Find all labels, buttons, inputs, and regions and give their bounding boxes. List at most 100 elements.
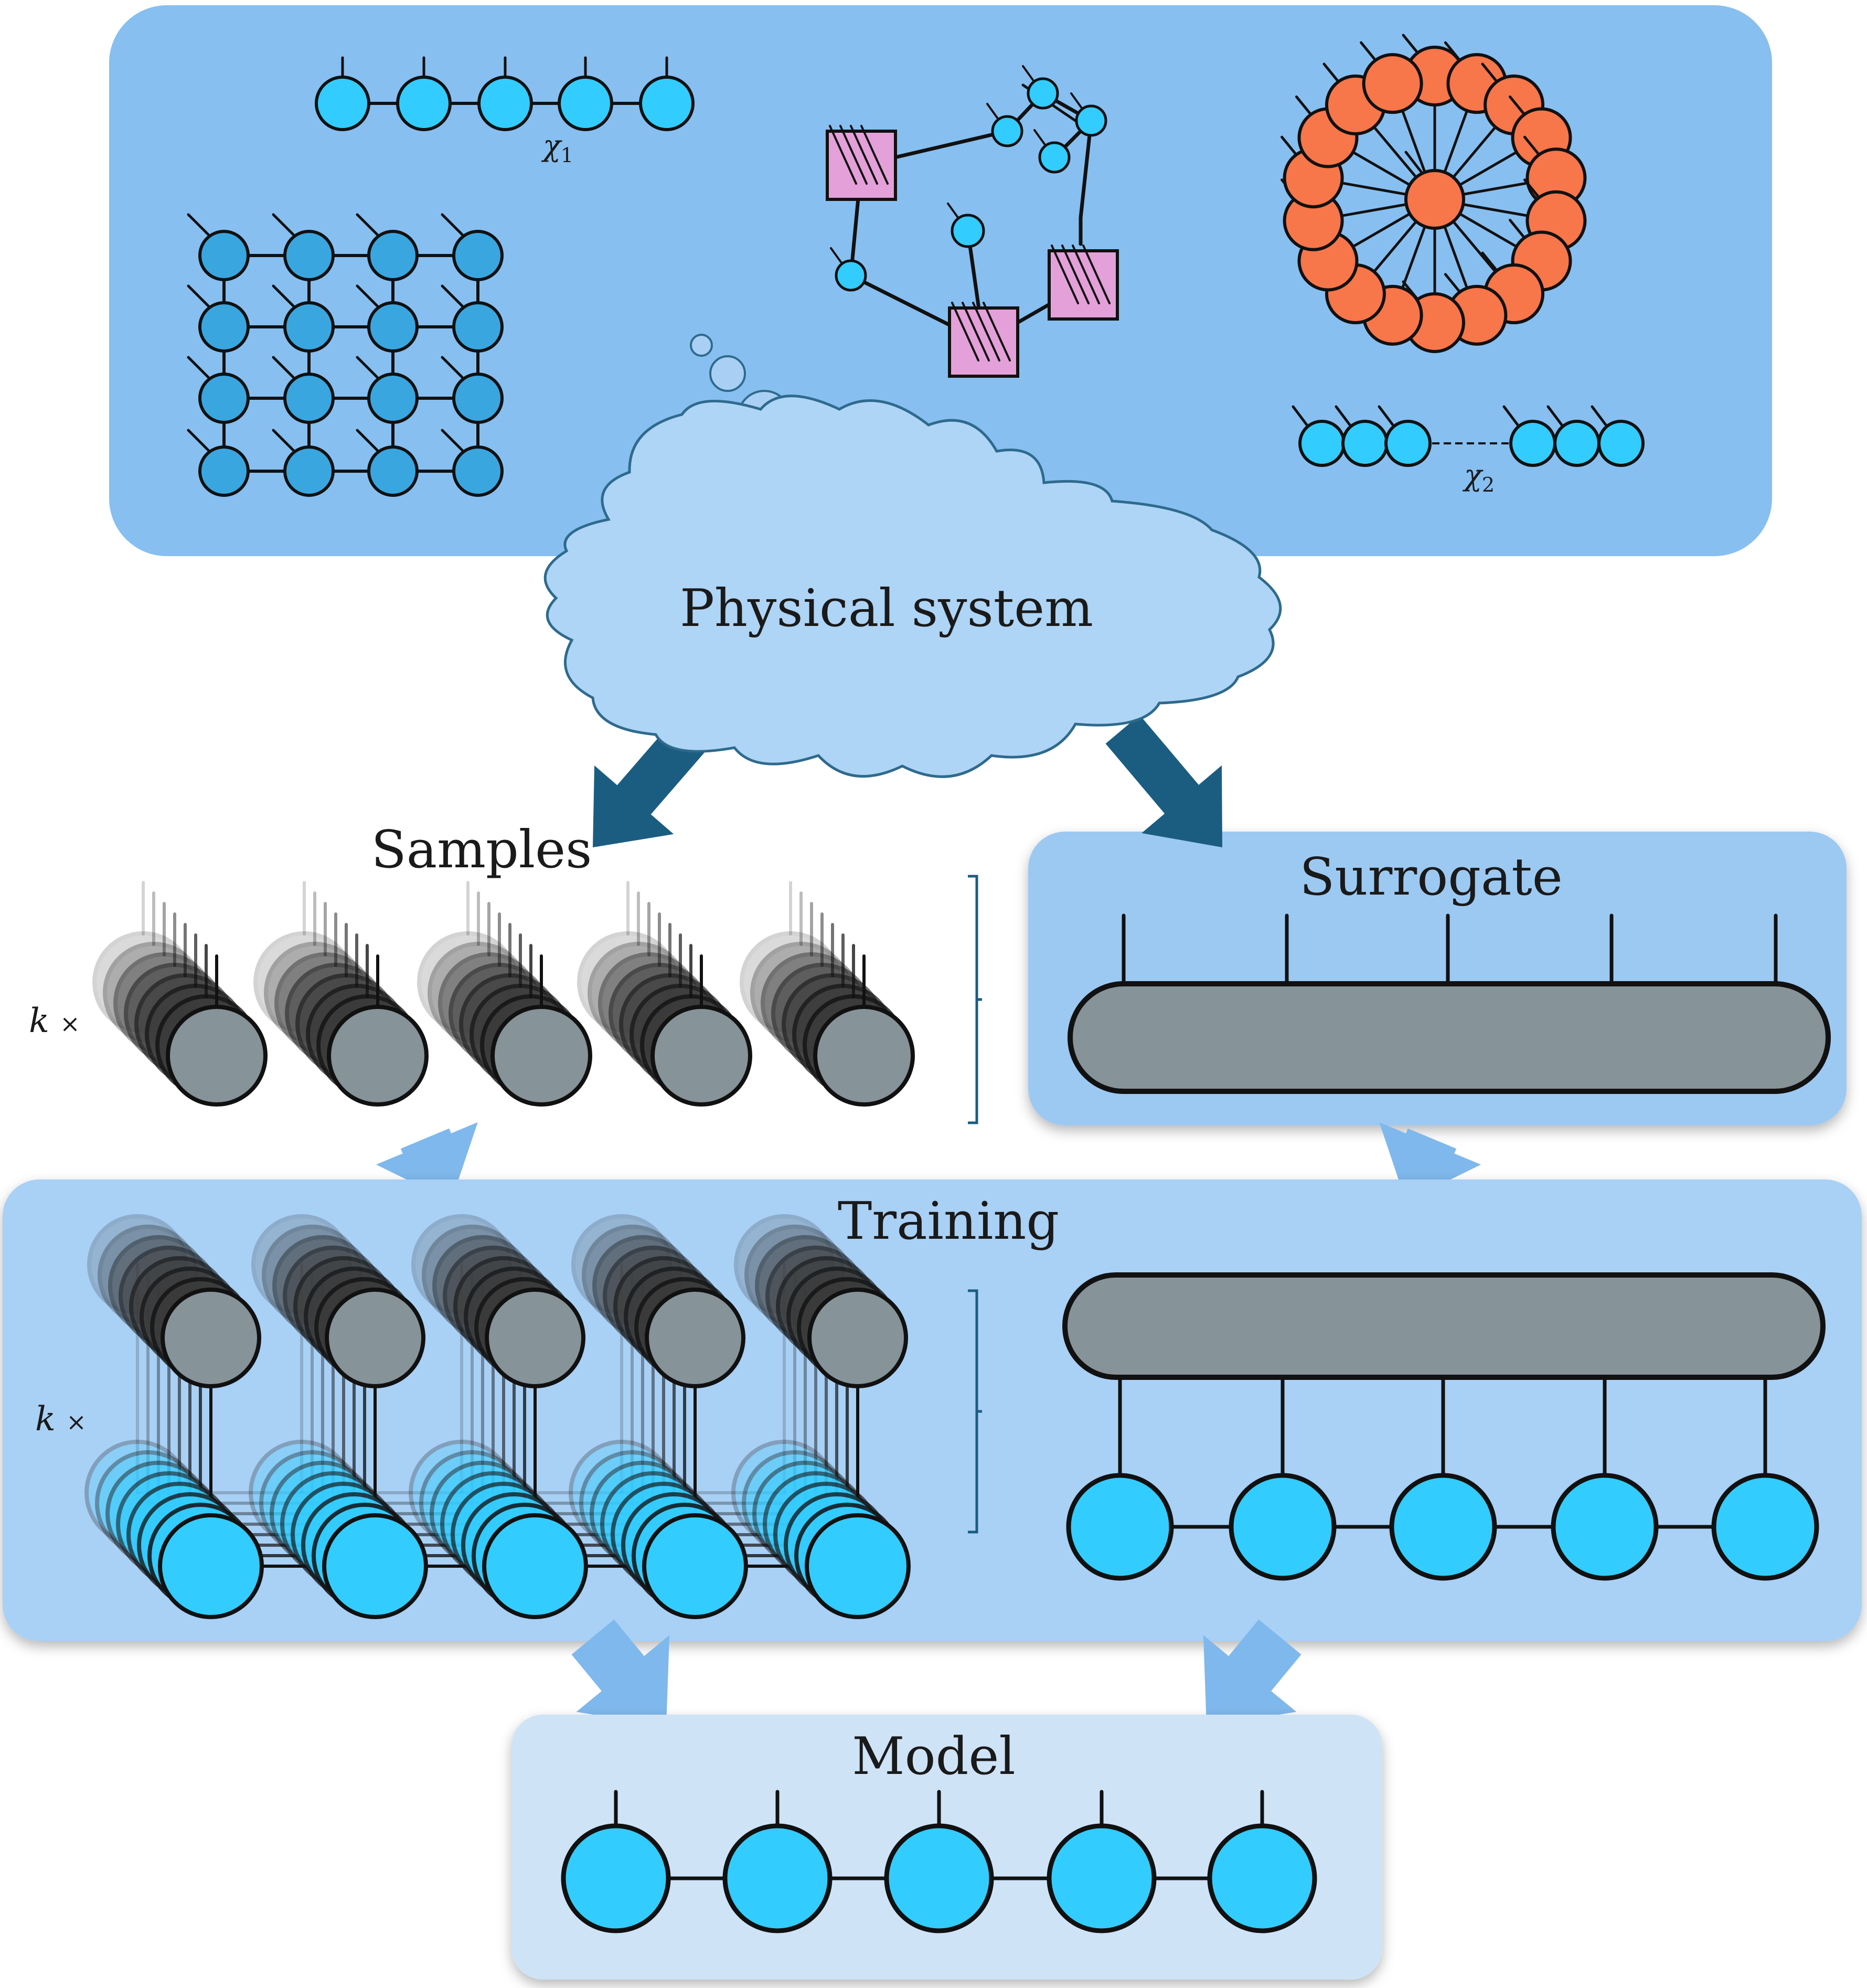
tensor-node: [1362, 53, 1423, 114]
physical-system-label: Physical system: [679, 579, 1094, 639]
sample-stack: [577, 881, 752, 1107]
thought-bubble: [690, 334, 713, 357]
sample-node: [327, 1005, 429, 1107]
sample-stack: [92, 881, 268, 1107]
tensor-node: [367, 301, 419, 353]
thought-bubble: [709, 355, 746, 392]
k-multiplier-samples: k ×: [29, 1002, 80, 1040]
physical-leg: [1033, 129, 1048, 148]
physical-leg: [272, 429, 295, 452]
sample-node: [161, 1288, 261, 1388]
physical-leg: [441, 213, 464, 236]
tensor-node: [367, 230, 419, 281]
surrogate-label: Surrogate: [1299, 847, 1563, 907]
chi1-label: χ1: [542, 129, 574, 167]
generic-tensor-network: [826, 65, 1119, 378]
tensor-node: [558, 76, 613, 131]
tensor-node: [1038, 141, 1071, 174]
sample-node: [166, 1005, 268, 1107]
physical-leg: [356, 356, 379, 379]
tensor-node: [452, 445, 504, 497]
tensor-node: [396, 76, 452, 131]
training-stack: [249, 1214, 428, 1619]
tensor-node: [198, 373, 250, 424]
tensor-node: [367, 373, 419, 424]
tensor-node: [367, 445, 419, 497]
training-to-model-arrow-right: [1203, 1619, 1301, 1726]
physical-leg: [850, 125, 878, 185]
chi2-label: χ2: [1464, 458, 1495, 497]
tensor-node: [283, 373, 335, 424]
tensor-node: [452, 230, 504, 281]
sample-stack: [740, 881, 915, 1107]
model-node: [1551, 1473, 1659, 1581]
tensor-node: [1027, 77, 1059, 110]
tensor-node: [835, 259, 867, 292]
physical-leg: [1051, 244, 1079, 304]
samples-label: Samples: [371, 820, 592, 880]
tensor-node: [198, 230, 250, 281]
model-node: [1207, 1823, 1317, 1933]
tensor-node: [477, 76, 533, 131]
light-arrows-bottom: [571, 1619, 1301, 1726]
physical-leg: [272, 284, 295, 307]
tensor-node: [1384, 420, 1432, 467]
physical-leg: [187, 356, 210, 379]
physical-leg: [860, 125, 889, 185]
tensor-node: [991, 115, 1023, 147]
physical-leg: [272, 356, 295, 379]
physical-leg: [356, 284, 379, 307]
physical-leg: [441, 356, 464, 379]
training-label: Training: [837, 1192, 1060, 1251]
sample-node: [490, 1005, 592, 1107]
sample-stack: [253, 881, 429, 1107]
tensor-node: [452, 373, 504, 424]
physical-leg: [1070, 92, 1084, 111]
model-node: [884, 1823, 994, 1933]
model-label: Model: [852, 1727, 1016, 1787]
tensor-node: [198, 445, 250, 497]
separator-bracket: [968, 875, 982, 1124]
tensor-node: [198, 301, 250, 353]
physical-leg: [839, 125, 868, 185]
peps-grid: [187, 213, 504, 497]
physical-leg: [187, 429, 210, 452]
mps-chain-chi2: [1292, 405, 1645, 467]
tensor-node: [951, 214, 985, 248]
sample-node: [645, 1288, 745, 1388]
training-separator: [968, 1289, 982, 1534]
model-node: [561, 1823, 671, 1933]
physical-leg: [1404, 151, 1426, 177]
sample-node: [813, 1005, 915, 1107]
physical-leg: [187, 284, 210, 307]
model-node: [1711, 1473, 1819, 1581]
physical-leg: [441, 284, 464, 307]
training-stack: [569, 1214, 748, 1619]
physical-leg: [986, 103, 1000, 122]
model-node: [322, 1513, 428, 1619]
model-node: [482, 1513, 588, 1619]
physical-leg: [1502, 405, 1521, 429]
physical-system-cloud: [543, 395, 1282, 778]
model-node: [158, 1513, 264, 1619]
tensor-node: [1597, 420, 1645, 467]
model-node: [1047, 1823, 1157, 1933]
physical-leg: [187, 213, 210, 236]
physical-leg: [1335, 405, 1353, 429]
training-stack: [84, 1214, 264, 1619]
physical-leg: [1061, 244, 1090, 304]
training-stack: [409, 1214, 588, 1619]
physical-leg: [1378, 405, 1396, 429]
physical-leg: [830, 247, 844, 266]
sample-node: [325, 1288, 425, 1388]
tensor-node: [1341, 420, 1389, 467]
tensor-node: [315, 76, 370, 131]
mps-chain-chi1: [315, 56, 695, 131]
physical-leg: [272, 213, 295, 236]
model-node: [642, 1513, 748, 1619]
tensor-block: [1048, 249, 1119, 321]
model-node: [1066, 1473, 1174, 1581]
sample-stack: [417, 881, 592, 1107]
physical-leg: [1591, 405, 1609, 429]
